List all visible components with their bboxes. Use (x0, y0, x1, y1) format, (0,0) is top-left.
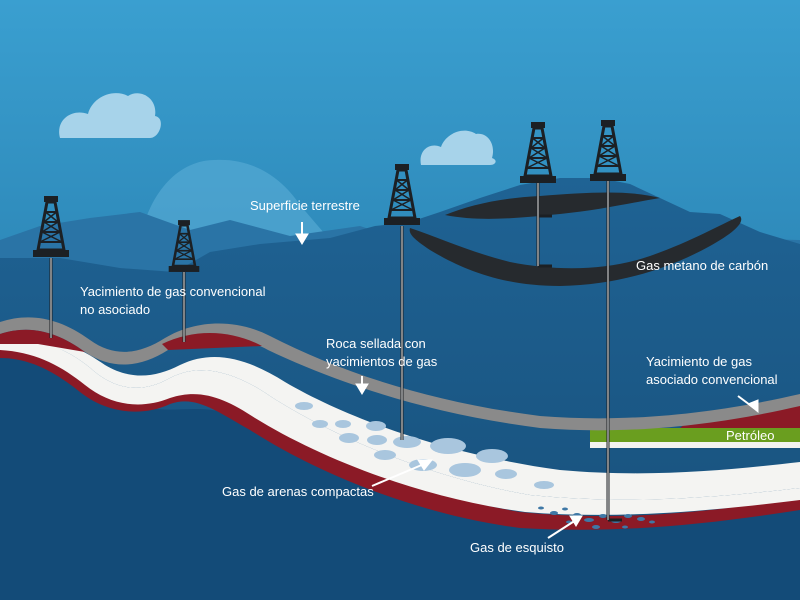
tight-sand-core (0, 338, 800, 490)
pointer-arrow-icon (569, 515, 583, 527)
conventional-associated-label-line1: Yacimiento de gas (646, 354, 752, 369)
surface-label: Superficie terrestre (250, 198, 360, 213)
pointer-arrows (295, 222, 759, 539)
seal-rock-layer (0, 317, 800, 431)
sealed-rock-label-line1: Roca sellada con (326, 336, 426, 351)
conventional-nonassociated-label-line1: Yacimiento de gas convencional (80, 284, 266, 299)
tight-gas-label: Gas de arenas compactas (222, 484, 374, 499)
shale-gas-label: Gas de esquisto (470, 540, 564, 555)
conventional-associated-label-line2: asociado convencional (646, 372, 778, 387)
pointer-arrow-icon (295, 233, 309, 245)
oil-underlay (590, 442, 800, 448)
tight-sand-layer (0, 337, 800, 515)
pointer-arrow-icon (747, 399, 759, 414)
coalbed-methane-label: Gas metano de carbón (636, 258, 769, 273)
background-cloud-shape (140, 159, 330, 240)
deep-basin (0, 352, 800, 600)
cloud-icon (59, 93, 161, 138)
cloud-icon (420, 130, 496, 165)
oil-layer (590, 428, 800, 442)
pointer-arrow-icon (417, 459, 434, 471)
gas-pocket-middle (162, 332, 262, 350)
conventional-nonassociated-label-line2: no asociado (80, 302, 151, 317)
coal-seam-upper (445, 192, 660, 219)
oil-label: Petróleo (726, 428, 775, 443)
coal-seam-lower (409, 216, 742, 286)
pointer-arrow-icon (355, 383, 369, 395)
well-pipe-highlights (50, 180, 609, 520)
gas-pocket-left (0, 329, 85, 352)
sealed-rock-label-line2: yacimientos de gas (326, 354, 438, 369)
